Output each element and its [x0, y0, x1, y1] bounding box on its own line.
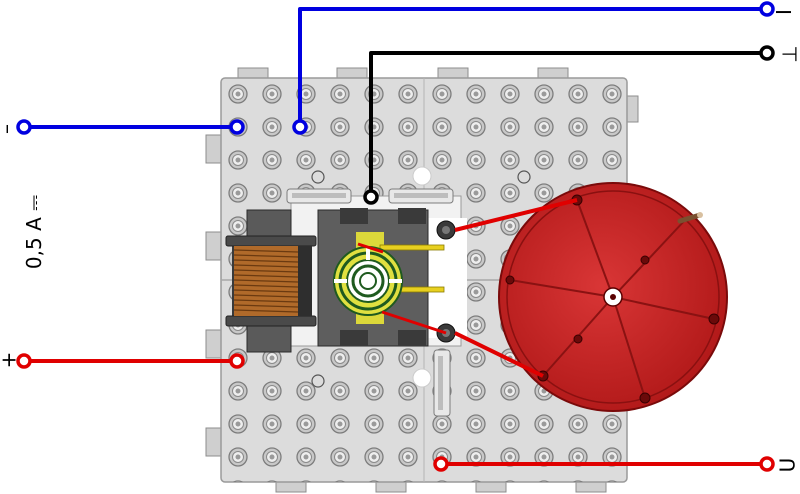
minus-terminal-label: – [0, 124, 18, 134]
rotating-disc-icon [498, 182, 728, 412]
current-terminal-label: I [771, 9, 796, 15]
current-label: 0,5 A ⎓ [22, 194, 46, 270]
wire-red [24, 198, 764, 466]
wire-black [369, 51, 764, 197]
coil-icon [225, 209, 317, 353]
wire-blue [24, 7, 764, 129]
ground-terminal-label: ⊥ [777, 45, 800, 63]
plus-terminal-label: + [0, 352, 20, 369]
terminal-icon [16, 1, 775, 472]
voltage-terminal-label: U [775, 457, 800, 473]
